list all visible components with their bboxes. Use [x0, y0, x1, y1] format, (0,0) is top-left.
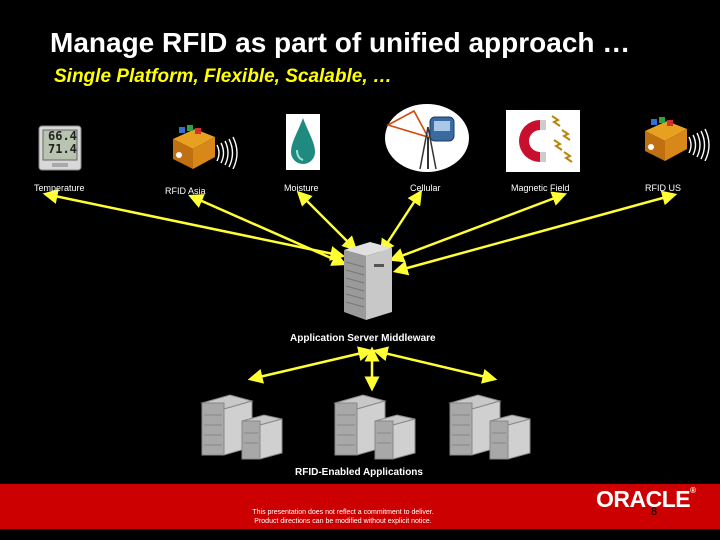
registered-mark: ®	[690, 486, 696, 495]
connector-middleware-right	[372, 346, 498, 384]
server-rack-icon	[196, 385, 286, 463]
magnet-icon	[506, 110, 580, 172]
source-label-rfid-us: RFID US	[645, 183, 681, 193]
source-label-cellular: Cellular	[410, 183, 441, 193]
rfid-tagged-package-icon	[637, 117, 715, 162]
applications-label: RFID-Enabled Applications	[295, 467, 423, 478]
middleware-label: Application Server Middleware	[290, 333, 436, 344]
temperature-readout-bottom: 71.4	[48, 142, 77, 156]
source-label-rfid-asia: RFID Asia	[165, 186, 206, 196]
cell-tower-icon	[384, 103, 470, 173]
source-label-moisture: Moisture	[284, 183, 319, 193]
rfid-tagged-package-icon	[165, 125, 243, 170]
slide-subtitle: Single Platform, Flexible, Scalable, …	[54, 66, 392, 87]
oracle-logo-text: ORACLE	[596, 486, 691, 512]
connector-middleware-left	[247, 346, 374, 384]
connector-moisture	[296, 190, 358, 252]
server-rack-icon	[329, 385, 419, 463]
connector-temperature	[42, 189, 346, 261]
server-rack-icon	[444, 385, 534, 463]
disclaimer-line-1: This presentation does not reflect a com…	[252, 509, 434, 516]
thermometer-display-icon: 66.4 71.4	[38, 125, 82, 171]
oracle-logo: ORACLE®	[596, 486, 696, 513]
slide-title: Manage RFID as part of unified approach …	[50, 27, 631, 58]
disclaimer-line-2: Product directions can be modified witho…	[254, 518, 432, 525]
source-label-magnetic-field: Magnetic Field	[511, 183, 570, 193]
server-icon	[340, 240, 394, 322]
footer-disclaimer: This presentation does not reflect a com…	[230, 508, 456, 526]
connector-rfid-us	[392, 190, 678, 276]
water-drop-icon	[286, 114, 320, 170]
connector-rfid-asia	[188, 194, 347, 266]
footer-bottom-strip	[0, 529, 720, 540]
page-number: 8	[651, 506, 658, 518]
temperature-readout-top: 66.4	[48, 129, 77, 143]
source-label-temperature: Temperature	[34, 183, 85, 193]
